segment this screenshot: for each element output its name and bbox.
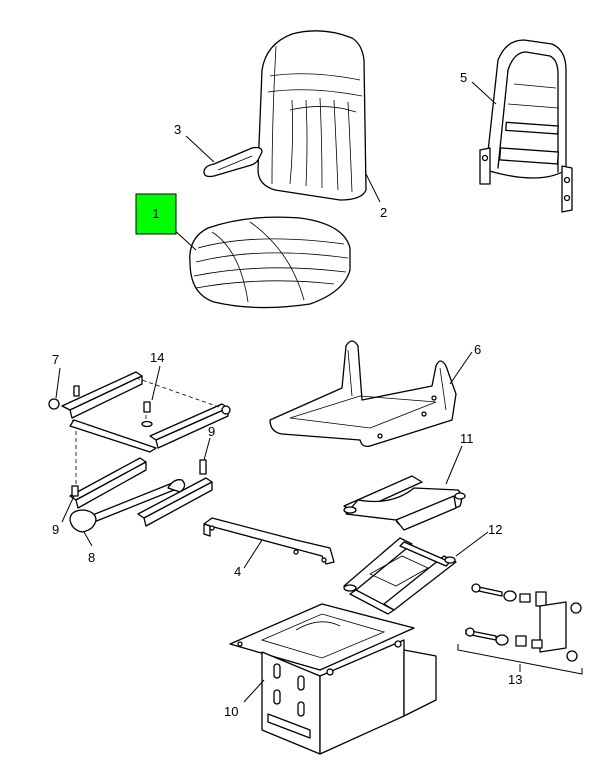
seat-back-part <box>257 30 367 201</box>
seat-cushion-part <box>189 216 351 309</box>
slide-rails-part <box>48 371 231 533</box>
callout-1-label: 1 <box>152 206 159 221</box>
callout-13-label[interactable]: 13 <box>508 672 522 687</box>
callout-8-label[interactable]: 8 <box>88 550 95 565</box>
pedestal-part <box>229 603 437 755</box>
mounting-bracket-part <box>203 517 335 565</box>
callout-9-label[interactable]: 9 <box>52 522 59 537</box>
callout-1-highlight <box>135 193 177 235</box>
callout-2-label[interactable]: 2 <box>380 205 387 220</box>
callout-11-label[interactable]: 11 <box>460 431 474 446</box>
callout-1[interactable]: 1 <box>135 193 177 235</box>
callout-5-label[interactable]: 5 <box>460 70 467 85</box>
callout-3-label[interactable]: 3 <box>174 122 181 137</box>
side-trim-part <box>203 146 263 178</box>
callout-4-label[interactable]: 4 <box>234 564 241 579</box>
scissor-part <box>343 537 457 615</box>
shock-kit-part <box>457 583 583 675</box>
callout-6-label[interactable]: 6 <box>474 342 481 357</box>
leader-lines <box>55 81 521 703</box>
back-frame-part <box>479 39 573 213</box>
base-frame-part <box>269 340 457 448</box>
callout-9-label[interactable]: 9 <box>208 424 215 439</box>
callout-7-label[interactable]: 7 <box>52 352 59 367</box>
riser-bracket-part <box>343 475 466 531</box>
callout-10-label[interactable]: 10 <box>224 704 238 719</box>
callout-14-label[interactable]: 14 <box>150 350 164 365</box>
callout-12-label[interactable]: 12 <box>488 522 502 537</box>
